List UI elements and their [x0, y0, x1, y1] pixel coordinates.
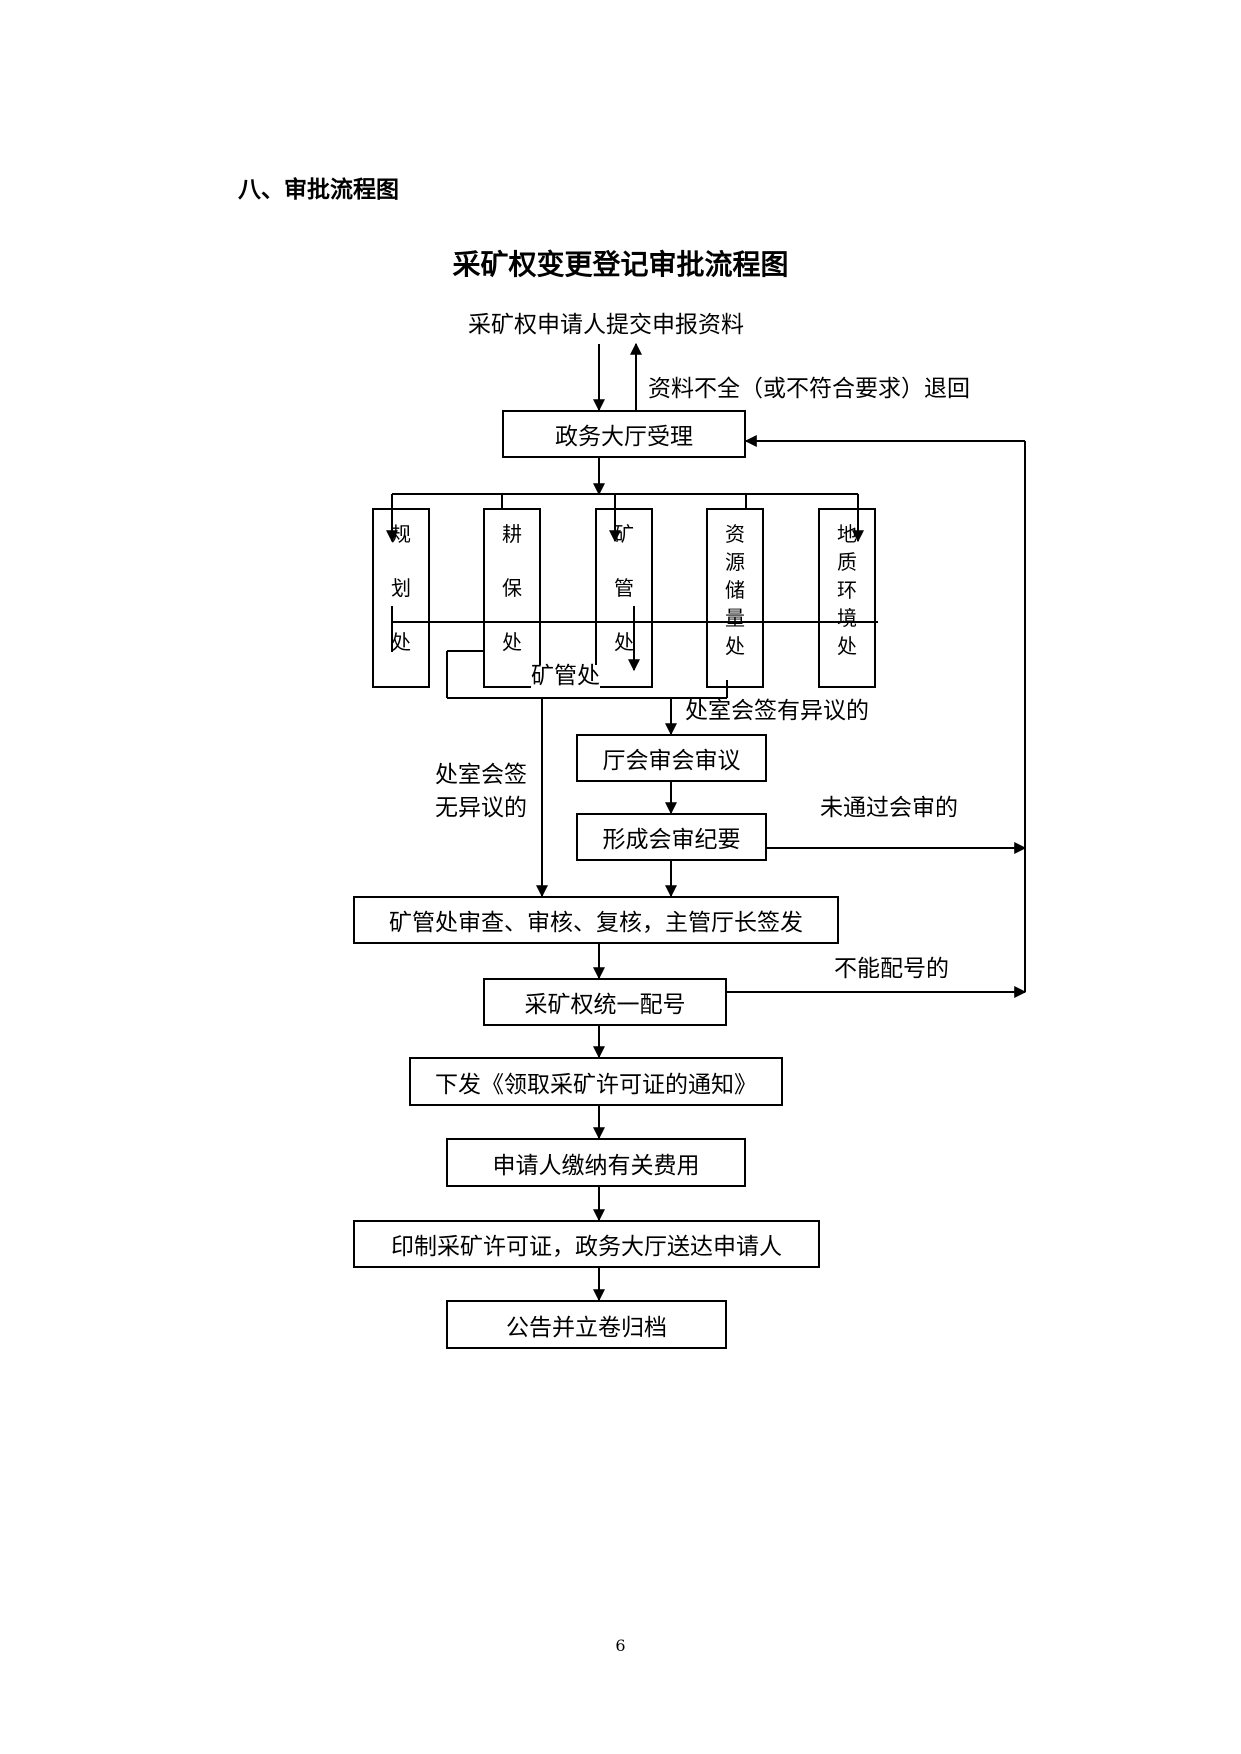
- print-box: 印制采矿许可证，政务大厅送达申请人: [353, 1220, 820, 1268]
- hall-box-label: 政务大厅受理: [555, 424, 693, 450]
- diagram-title: 采矿权变更登记审批流程图: [452, 248, 789, 281]
- division-char: 处: [502, 630, 522, 654]
- notice-box: 下发《领取采矿许可证的通知》: [409, 1057, 783, 1106]
- division-overlap-label: 矿管处: [531, 663, 600, 689]
- division-char: 质: [837, 550, 857, 574]
- division-char: 地: [837, 522, 857, 546]
- fee-box-label: 申请人缴纳有关费用: [492, 1152, 700, 1179]
- archive-box-label: 公告并立卷归档: [506, 1314, 667, 1341]
- division-char: 储: [725, 578, 745, 602]
- division-char: 耕: [502, 522, 522, 546]
- section-heading: 八、审批流程图: [238, 176, 399, 203]
- division-char: 环: [837, 578, 857, 602]
- division-char: 处: [391, 630, 411, 654]
- review-box-label: 矿管处审查、审核、复核，主管厅长签发: [389, 910, 803, 936]
- division-box-reserves: 资 源 储 量 处: [706, 508, 764, 688]
- division-box-geo-environment: 地 质 环 境 处: [818, 508, 876, 688]
- division-char: 保: [502, 576, 522, 600]
- division-char: 源: [725, 550, 745, 574]
- numbering-box-label: 采矿权统一配号: [524, 992, 686, 1018]
- meeting-box: 厅会审会审议: [576, 734, 767, 782]
- division-char: 资: [725, 522, 745, 546]
- division-char: 处: [725, 634, 745, 658]
- hall-box: 政务大厅受理: [502, 410, 746, 458]
- division-box-planning: 规 划 处: [372, 508, 430, 688]
- division-char: 规: [391, 522, 411, 546]
- minutes-box: 形成会审纪要: [576, 813, 767, 861]
- division-char: 矿: [614, 522, 634, 546]
- fee-box: 申请人缴纳有关费用: [446, 1138, 746, 1187]
- returned-label: 资料不全（或不符合要求）退回: [648, 376, 970, 402]
- division-char: 处: [837, 634, 857, 658]
- objection-label: 处室会签有异议的: [685, 698, 869, 724]
- meeting-box-label: 厅会审会审议: [602, 748, 741, 774]
- division-char: 量: [725, 606, 745, 630]
- archive-box: 公告并立卷归档: [446, 1300, 727, 1349]
- cannot-number-label: 不能配号的: [834, 956, 949, 982]
- submit-label: 采矿权申请人提交申报资料: [468, 312, 744, 338]
- no-objection-label-line1: 处室会签: [435, 762, 527, 788]
- division-char: 划: [391, 576, 411, 600]
- no-objection-label-line2: 无异议的: [435, 795, 527, 821]
- review-box: 矿管处审查、审核、复核，主管厅长签发: [353, 896, 839, 944]
- division-box-farmland: 耕 保 处: [483, 508, 541, 688]
- division-box-mining: 矿 管 处: [595, 508, 653, 688]
- notice-box-label: 下发《领取采矿许可证的通知》: [435, 1071, 757, 1098]
- division-char: 管: [614, 576, 634, 600]
- numbering-box: 采矿权统一配号: [483, 978, 727, 1026]
- page-number: 6: [615, 1636, 626, 1655]
- minutes-box-label: 形成会审纪要: [602, 827, 741, 853]
- print-box-label: 印制采矿许可证，政务大厅送达申请人: [391, 1234, 782, 1260]
- not-passed-label: 未通过会审的: [820, 795, 958, 821]
- division-char: 处: [614, 630, 634, 654]
- division-char: 境: [837, 606, 857, 630]
